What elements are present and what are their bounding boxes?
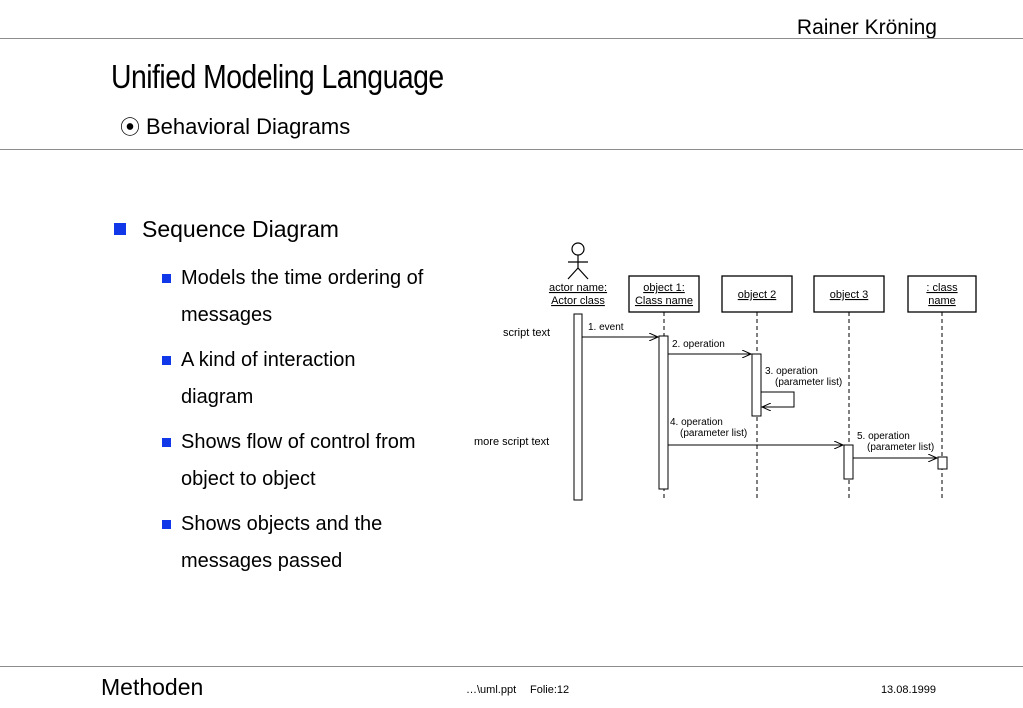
footer-date: 13.08.1999	[880, 684, 936, 696]
bullet-text: Shows objects and the messages passed	[181, 513, 383, 572]
actor-name-label: actor name:	[549, 282, 607, 294]
bullet-item: Models the time ordering of messages	[162, 260, 482, 334]
header-rule	[0, 38, 1023, 39]
bullet-item: A kind of interaction diagram	[162, 342, 482, 416]
subtitle-text: Behavioral Diagrams	[146, 114, 351, 139]
bullet-text: A kind of interaction diagram	[181, 349, 356, 408]
script-text-label: more script text	[474, 436, 549, 448]
heading-text: Sequence Diagram	[142, 216, 339, 242]
bullet-item: Shows flow of control from object to obj…	[162, 424, 482, 498]
square-bullet-icon	[162, 356, 171, 365]
object-box	[907, 275, 977, 313]
square-bullet-icon	[162, 520, 171, 529]
script-text-label: script text	[503, 327, 550, 339]
message-param-label: (parameter list)	[775, 377, 842, 388]
self-message-arrow	[761, 391, 795, 407]
footer-section-name: Methoden	[101, 674, 204, 700]
footer-file-path: …\uml.ppt	[466, 684, 517, 696]
author-name: Rainer Kröning	[796, 16, 937, 39]
footer-slide-number: Folie:12	[530, 684, 570, 696]
object-class-label: Class name	[635, 295, 693, 307]
object-name-label: object 2	[738, 289, 777, 301]
square-bullet-icon	[114, 223, 126, 235]
actor-stick-figure-icon	[567, 242, 589, 280]
footer-rule	[0, 666, 1023, 667]
actor-class-label: Actor class	[551, 295, 605, 307]
message-label: 2. operation	[672, 339, 725, 350]
message-param-label: (parameter list)	[680, 428, 747, 439]
activation-bar	[751, 353, 762, 417]
object-box	[628, 275, 700, 313]
activation-bar	[843, 444, 854, 480]
activation-bar	[658, 335, 669, 490]
slide-subtitle: ⦿ Behavioral Diagrams	[120, 111, 350, 140]
object-class-label: name	[928, 295, 956, 307]
bullet-text: Models the time ordering of messages	[181, 267, 424, 326]
object-name-label: : class	[926, 282, 958, 294]
circle-bullet-icon: ⦿	[120, 117, 140, 139]
object-box	[813, 275, 885, 313]
square-bullet-icon	[162, 438, 171, 447]
activation-bar	[937, 456, 948, 470]
sequence-diagram: actor name: Actor class object 1: Class …	[474, 242, 977, 501]
message-label: 1. event	[588, 322, 624, 333]
message-label: 3. operation	[765, 366, 818, 377]
slide-title: Unified Modeling Language	[111, 58, 444, 95]
message-label: 5. operation	[857, 431, 910, 442]
title-rule	[0, 149, 1023, 150]
square-bullet-icon	[162, 274, 171, 283]
bullet-item: Shows objects and the messages passed	[162, 506, 482, 580]
bullet-heading: Sequence Diagram	[114, 216, 339, 243]
bullet-text: Shows flow of control from object to obj…	[181, 431, 416, 490]
message-param-label: (parameter list)	[867, 442, 934, 453]
object-box	[721, 275, 793, 313]
object-name-label: object 3	[830, 289, 869, 301]
message-label: 4. operation	[670, 417, 723, 428]
object-name-label: object 1:	[643, 282, 685, 294]
actor-activation-bar	[573, 313, 583, 501]
